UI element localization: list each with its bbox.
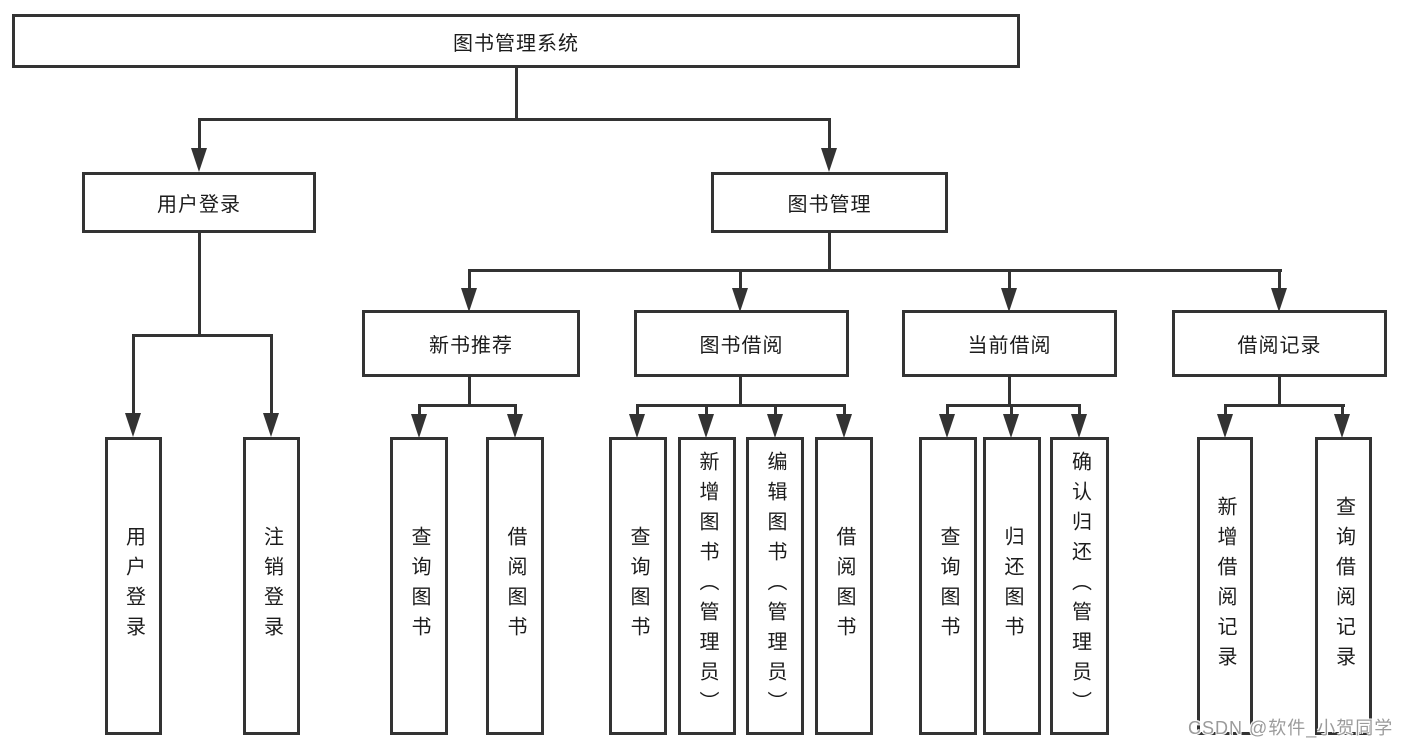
leaf-logout: 注销登录: [243, 437, 300, 735]
connector-line: [636, 404, 639, 416]
leaf-query-books-borrowing: 查询图书: [609, 437, 667, 735]
connector-line: [946, 404, 1081, 407]
connector-line: [946, 404, 949, 416]
connector-line: [418, 404, 517, 407]
arrow-down-icon: [1001, 288, 1017, 312]
arrow-down-icon: [507, 414, 523, 438]
arrow-down-icon: [1071, 414, 1087, 438]
node-library-system: 图书管理系统: [12, 14, 1020, 68]
arrow-down-icon: [939, 414, 955, 438]
arrow-down-icon: [1003, 414, 1019, 438]
arrow-down-icon: [836, 414, 852, 438]
node-borrowing-records: 借阅记录: [1172, 310, 1387, 377]
leaf-query-books-recommend: 查询图书: [390, 437, 448, 735]
arrow-down-icon: [767, 414, 783, 438]
connector-line: [132, 334, 273, 337]
leaf-confirm-return-admin: 确认归还（管理员）: [1050, 437, 1109, 735]
node-new-book-recommend: 新书推荐: [362, 310, 580, 377]
connector-line: [739, 377, 742, 407]
connector-line: [514, 404, 517, 416]
arrow-down-icon: [263, 413, 279, 437]
connector-line: [468, 269, 471, 290]
connector-line: [1278, 269, 1281, 290]
connector-line: [515, 68, 518, 120]
arrow-down-icon: [1334, 414, 1350, 438]
connector-line: [1278, 377, 1281, 407]
node-user-login: 用户登录: [82, 172, 316, 233]
leaf-edit-books-admin: 编辑图书（管理员）: [746, 437, 804, 735]
leaf-return-books: 归还图书: [983, 437, 1041, 735]
connector-line: [739, 269, 742, 290]
connector-line: [774, 404, 777, 416]
connector-line: [468, 269, 1282, 272]
node-book-management: 图书管理: [711, 172, 948, 233]
node-book-borrowing: 图书借阅: [634, 310, 849, 377]
leaf-user-login: 用户登录: [105, 437, 162, 735]
connector-line: [270, 334, 273, 414]
connector-line: [828, 233, 831, 272]
connector-line: [1078, 404, 1081, 416]
connector-line: [468, 377, 471, 407]
connector-line: [198, 118, 831, 121]
arrow-down-icon: [732, 288, 748, 312]
connector-line: [705, 404, 708, 416]
arrow-down-icon: [1271, 288, 1287, 312]
watermark-text: CSDN @软件_小贺同学: [1188, 718, 1394, 738]
connector-line: [1341, 404, 1344, 416]
connector-line: [1224, 404, 1227, 416]
connector-line: [1008, 377, 1011, 407]
connector-line: [636, 404, 846, 407]
connector-line: [843, 404, 846, 416]
leaf-query-books-current: 查询图书: [919, 437, 977, 735]
leaf-add-books-admin: 新增图书（管理员）: [678, 437, 736, 735]
arrow-down-icon: [411, 414, 427, 438]
connector-line: [198, 233, 201, 336]
leaf-borrow-books-recommend: 借阅图书: [486, 437, 544, 735]
leaf-query-borrow-record: 查询借阅记录: [1315, 437, 1372, 735]
connector-line: [418, 404, 421, 416]
connector-line: [132, 334, 135, 414]
arrow-down-icon: [698, 414, 714, 438]
node-current-borrowing: 当前借阅: [902, 310, 1117, 377]
leaf-add-borrow-record: 新增借阅记录: [1197, 437, 1253, 735]
arrow-down-icon: [191, 148, 207, 172]
arrow-down-icon: [1217, 414, 1233, 438]
connector-line: [1010, 404, 1013, 416]
arrow-down-icon: [821, 148, 837, 172]
arrow-down-icon: [461, 288, 477, 312]
arrow-down-icon: [125, 413, 141, 437]
connector-line: [828, 118, 831, 150]
connector-line: [1008, 269, 1011, 290]
leaf-borrow-books-borrowing: 借阅图书: [815, 437, 873, 735]
connector-line: [198, 118, 201, 150]
connector-line: [1224, 404, 1345, 407]
arrow-down-icon: [629, 414, 645, 438]
